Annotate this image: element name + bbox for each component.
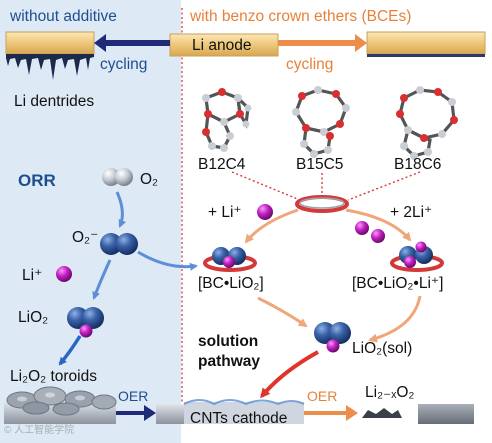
arrow-oer-right xyxy=(304,405,358,421)
right-cycling-label: cycling xyxy=(286,56,334,73)
complex-one-li xyxy=(223,256,235,268)
anode-label: Li anode xyxy=(192,37,252,54)
sol-o-b xyxy=(329,322,351,344)
li2o2-toroids xyxy=(6,386,117,416)
lio2-sol-label: LiO₂(sol) xyxy=(352,340,413,357)
complex-two-label: [BC•LiO₂•Li⁺] xyxy=(352,275,444,292)
arrow-complex-two-to-sol xyxy=(368,295,422,343)
o2-ball-b xyxy=(115,168,133,186)
li-ion-left-label: Li⁺ xyxy=(22,267,43,284)
pathway-label-line2: pathway xyxy=(198,353,261,370)
dotted-link-b12c4 xyxy=(231,171,301,201)
complex-one-label: [BC•LiO₂] xyxy=(198,275,264,292)
lio2-ball-b xyxy=(82,307,104,329)
arrow-complex-one-to-sol xyxy=(257,296,308,328)
oer-left-label: OER xyxy=(118,388,149,404)
slab-after-oer-left xyxy=(156,404,184,424)
arrow-oer-left xyxy=(116,405,156,421)
arrow-lio2-to-toroids xyxy=(58,335,82,366)
final-cathode-slab xyxy=(418,404,474,424)
watermark: © 人工智能学院 xyxy=(4,425,75,436)
lio2-label: LiO₂ xyxy=(18,309,49,326)
arrow-sol-to-cathode xyxy=(260,350,319,399)
left-cycling-label: cycling xyxy=(100,56,148,73)
li2xo2-deposit xyxy=(362,408,402,418)
superoxide-ball-b xyxy=(116,233,138,255)
arrow-left-cycling xyxy=(94,34,170,52)
li-ion-ball-double-b xyxy=(371,229,385,243)
left-panel-background xyxy=(0,0,181,443)
li-ion-ball-double-a xyxy=(355,221,369,235)
dendrites-label: Li dentrides xyxy=(14,93,95,110)
arrow-o2-to-superoxide xyxy=(115,191,127,228)
arrow-ring-to-complex-two xyxy=(345,208,412,242)
crown-ether-b15c5-atoms xyxy=(292,86,350,158)
dendrite-spikes xyxy=(6,54,94,80)
crown-label-b12c4: B12C4 xyxy=(198,156,246,173)
arrow-right-cycling xyxy=(278,34,367,52)
cnt-cathode-slab xyxy=(184,402,304,424)
crown-label-b15c5: B15C5 xyxy=(296,156,344,173)
complex-two-li-a xyxy=(404,256,416,268)
arrow-ring-to-complex-one xyxy=(244,208,299,244)
left-panel-title: without additive xyxy=(10,8,117,25)
lio2-li xyxy=(79,324,93,338)
crown-ring-top xyxy=(295,195,349,213)
smooth-deposit xyxy=(367,54,485,57)
arrow-superoxide-to-complex xyxy=(137,250,198,271)
dotted-link-b18c6 xyxy=(347,171,421,201)
li2xo2-label: Li₂₋ₓO₂ xyxy=(365,384,415,401)
arrow-superoxide-to-lio2 xyxy=(92,259,112,300)
crown-ether-b18c6-atoms xyxy=(396,86,458,160)
cnt-fibers xyxy=(183,399,305,406)
complex-two-li-b xyxy=(415,241,427,253)
left-anode-bar xyxy=(5,31,95,55)
crown-ether-b12c4-atoms xyxy=(202,88,252,152)
li-ion-left-ball xyxy=(56,266,72,282)
crown-ether-b18c6-model xyxy=(398,88,456,158)
plus-one-li-label: + Li⁺ xyxy=(208,204,242,221)
o2-label: O₂ xyxy=(140,171,159,188)
superoxide-ball-a xyxy=(100,233,122,255)
right-panel-title: with benzo crown ethers (BCEs) xyxy=(190,8,412,25)
pathway-label-line1: solution xyxy=(198,333,259,350)
o2-ball-a xyxy=(102,168,120,186)
li2o2-toroids-label: Li₂O₂ toroids xyxy=(10,368,97,385)
plus-two-li-label: + 2Li⁺ xyxy=(390,204,433,221)
crown-ring-top-highlight xyxy=(299,197,345,209)
sol-li xyxy=(326,339,340,353)
superoxide-label: O₂⁻ xyxy=(72,229,99,246)
li-ion-ball-single xyxy=(257,204,273,220)
right-anode-bar xyxy=(366,31,486,55)
orr-title: ORR xyxy=(18,171,56,190)
oer-right-label: OER xyxy=(307,388,338,404)
crown-label-b18c6: B18C6 xyxy=(394,156,442,173)
cnt-cathode-label: CNTs cathode xyxy=(190,410,288,427)
